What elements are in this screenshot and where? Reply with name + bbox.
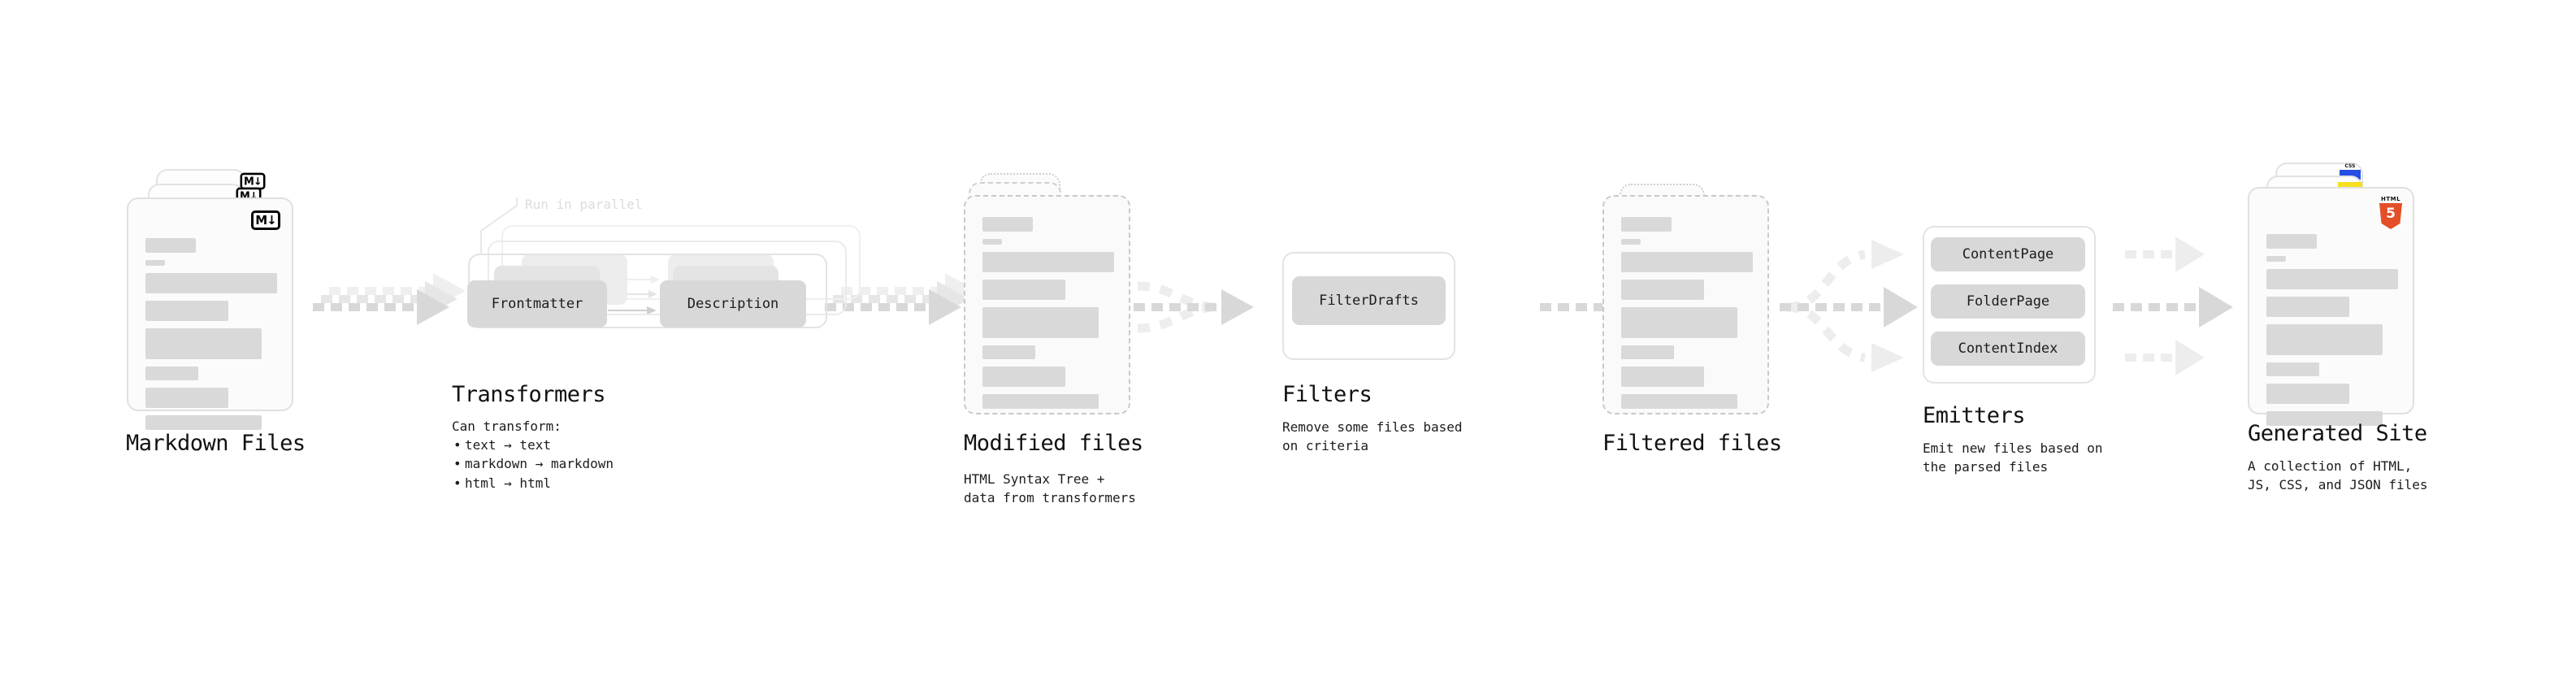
content-bar [982, 367, 1066, 387]
content-bar [2266, 384, 2350, 404]
filtered-file-card [1602, 195, 1769, 414]
run-in-parallel-label: Run in parallel [525, 197, 643, 212]
content-bar [1621, 252, 1753, 272]
emitters-subtitle: Emit new files based on the parsed files [1923, 439, 2103, 476]
subtitle-line: Remove some files based [1282, 419, 1463, 435]
bullet-item: text → text [453, 436, 614, 454]
html5-icon: HTML 5 [2379, 197, 2403, 229]
pill-contentpage[interactable]: ContentPage [1931, 237, 2085, 271]
subtitle-line: the parsed files [1923, 459, 2049, 475]
content-bar [982, 217, 1033, 232]
pill-description[interactable]: Description [660, 280, 806, 327]
pill-frontmatter[interactable]: Frontmatter [467, 280, 607, 327]
content-bar [145, 367, 198, 380]
pill-folderpage[interactable]: FolderPage [1931, 284, 2085, 319]
stage-modified-files: Modified files HTML Syntax Tree + data f… [964, 173, 1143, 507]
content-bar [1621, 367, 1705, 387]
subtitle-line: Emit new files based on [1923, 440, 2103, 456]
document-content-bars [982, 217, 1114, 416]
document-content-bars [2266, 234, 2398, 433]
content-bar [982, 307, 1099, 338]
content-bar [145, 388, 229, 408]
content-bar [1621, 217, 1672, 232]
markdown-badge-front: M↓ [251, 210, 280, 230]
content-bar [145, 328, 262, 359]
subtitle-line: JS, CSS, and JSON files [2248, 477, 2428, 493]
markdown-badge-back: M↓ [240, 172, 266, 190]
subtitle-line: A collection of HTML, [2248, 458, 2413, 474]
content-bar [145, 260, 165, 266]
transformers-subtitle-line: Can transform: [452, 419, 562, 434]
content-bar [2266, 362, 2319, 376]
transformers-subtitle: Can transform: text → text markdown → ma… [452, 417, 614, 492]
stage-filtered-files: Filtered files [1602, 184, 1782, 456]
stage-title-filters: Filters [1282, 382, 1373, 407]
modified-file-card [964, 195, 1130, 414]
stage-transformers: Run in parallel Frontmatter Description … [0, 0, 861, 681]
stage-title-filtered-files: Filtered files [1602, 431, 1782, 456]
subtitle-line: data from transformers [964, 490, 1136, 506]
content-bar [2266, 324, 2383, 355]
generated-site-subtitle: A collection of HTML, JS, CSS, and JSON … [2248, 457, 2428, 494]
bullet-item: html → html [453, 474, 614, 492]
content-bar [1621, 280, 1705, 300]
transformers-bullet-list: text → text markdown → markdown html → h… [452, 436, 614, 492]
bullet-item: markdown → markdown [453, 454, 614, 473]
content-bar [982, 280, 1066, 300]
content-bar [982, 239, 1002, 245]
content-bar [2266, 269, 2398, 289]
generated-site-card: HTML 5 [2248, 187, 2414, 426]
subtitle-line: on criteria [1282, 438, 1368, 454]
stage-title-transformers: Transformers [452, 382, 606, 407]
content-bar [982, 394, 1099, 409]
filters-subtitle: Remove some files based on criteria [1282, 418, 1463, 455]
content-bar [2266, 297, 2350, 317]
content-bar [2266, 411, 2383, 426]
content-bar [145, 273, 277, 293]
content-bar [1621, 239, 1641, 245]
subtitle-line: HTML Syntax Tree + [964, 471, 1105, 487]
content-bar [145, 415, 262, 430]
content-bar [982, 252, 1114, 272]
pill-filterdrafts[interactable]: FilterDrafts [1292, 276, 1446, 325]
document-content-bars [1621, 217, 1753, 416]
stage-title-emitters: Emitters [1923, 403, 2026, 428]
pill-contentindex[interactable]: ContentIndex [1931, 332, 2085, 366]
stage-filters: FilterDrafts Filters Remove some files b… [1282, 252, 1463, 455]
content-bar [1621, 345, 1674, 359]
stage-emitters: ContentPage FolderPage ContentIndex Emit… [1923, 226, 2103, 476]
html5-icon-caption: HTML [2380, 196, 2401, 202]
markdown-file-card: M↓ [127, 197, 293, 430]
css-icon-label: CSS [2344, 163, 2356, 169]
content-bar [1621, 394, 1737, 409]
document-content-bars [145, 238, 277, 437]
stage-title-markdown-files: Markdown Files [126, 431, 306, 456]
stage-title-generated-site: Generated Site [2248, 421, 2427, 446]
stage-markdown-files: M↓ M↓ M↓ Markdown Files [0, 0, 325, 681]
html5-icon-shield: 5 [2379, 203, 2402, 229]
content-bar [2266, 256, 2286, 262]
content-bar [2266, 234, 2317, 249]
content-bar [145, 301, 229, 321]
modified-files-subtitle: HTML Syntax Tree + data from transformer… [964, 470, 1136, 507]
stage-title-modified-files: Modified files [964, 431, 1143, 456]
content-bar [1621, 307, 1737, 338]
content-bar [145, 238, 196, 253]
content-bar [982, 345, 1035, 359]
